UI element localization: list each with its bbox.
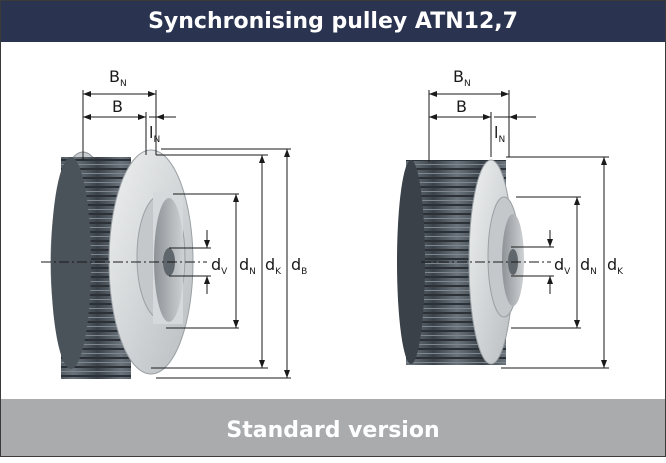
right-pulley-plain <box>397 159 524 365</box>
right-label-dk: dK <box>607 255 624 277</box>
right-label-bn: BN <box>453 67 471 89</box>
left-labels: BN B lN dV dN dK dB <box>109 67 307 277</box>
right-label-dv: dV <box>554 255 571 277</box>
right-label-b: B <box>456 97 467 116</box>
left-label-db: dB <box>291 255 307 277</box>
left-label-dk: dK <box>265 255 282 277</box>
left-label-dn: dN <box>239 255 256 277</box>
left-label-dv: dV <box>211 255 228 277</box>
right-label-dn: dN <box>580 255 597 277</box>
right-dimensions <box>421 90 609 369</box>
left-label-bn: BN <box>109 67 127 89</box>
left-dimensions <box>41 90 291 379</box>
right-label-ln: lN <box>494 123 505 145</box>
left-pulley-with-flanges <box>50 149 194 379</box>
left-label-b: B <box>112 97 123 116</box>
figure-title: Synchronising pulley ATN12,7 <box>1 1 665 42</box>
pulley-diagrams: BN B lN dV dN dK dB BN B lN dV dN dK <box>41 67 624 379</box>
figure-caption: Standard version <box>1 399 665 456</box>
right-labels: BN B lN dV dN dK <box>453 67 624 277</box>
left-label-ln: lN <box>149 123 160 145</box>
